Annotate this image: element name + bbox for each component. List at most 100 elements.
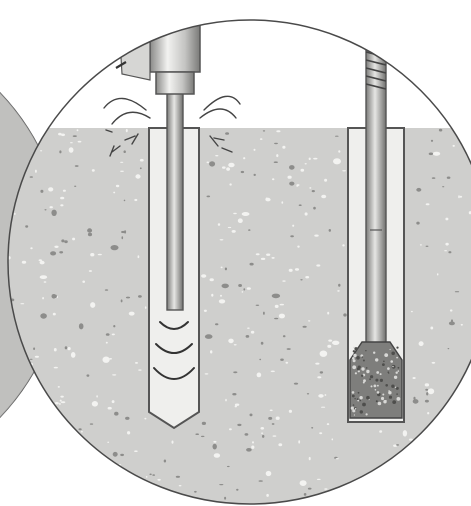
aggregate-speck xyxy=(243,157,245,159)
mortar-speck xyxy=(378,402,382,406)
aggregate-speck xyxy=(74,186,76,187)
aggregate-speck xyxy=(317,479,321,480)
aggregate-speck xyxy=(43,485,45,487)
aggregate-speck xyxy=(376,490,379,492)
mortar-speck xyxy=(351,407,354,410)
aggregate-speck xyxy=(313,207,316,210)
aggregate-speck xyxy=(13,473,16,474)
aggregate-speck xyxy=(276,417,280,420)
aggregate-speck xyxy=(261,433,263,434)
aggregate-speck xyxy=(289,165,295,170)
aggregate-speck xyxy=(256,253,260,255)
aggregate-speck xyxy=(289,410,292,413)
mortar-speck xyxy=(396,393,398,395)
mortar-speck xyxy=(352,409,355,412)
aggregate-speck xyxy=(176,476,180,478)
aggregate-speck xyxy=(261,427,265,430)
mortar-speck xyxy=(353,354,356,357)
aggregate-speck xyxy=(295,268,299,271)
aggregate-speck xyxy=(50,471,53,474)
aggregate-speck xyxy=(246,448,252,452)
aggregate-speck xyxy=(299,204,302,206)
aggregate-speck xyxy=(332,438,334,440)
aggregate-speck xyxy=(252,441,254,443)
aggregate-speck xyxy=(335,136,339,137)
aggregate-speck xyxy=(40,313,47,318)
aggregate-speck xyxy=(44,491,47,493)
aggregate-speck xyxy=(202,422,206,425)
aggregate-speck xyxy=(90,253,94,256)
aggregate-speck xyxy=(467,141,470,143)
aggregate-speck xyxy=(307,393,309,394)
mortar-speck xyxy=(394,376,397,379)
mortar-speck xyxy=(357,367,360,370)
aggregate-speck xyxy=(50,251,56,255)
aggregate-speck xyxy=(34,418,36,421)
aggregate-speck xyxy=(61,401,65,403)
aggregate-speck xyxy=(26,463,28,466)
aggregate-speck xyxy=(134,199,137,201)
aggregate-speck xyxy=(81,460,89,465)
aggregate-speck xyxy=(14,213,16,215)
aggregate-speck xyxy=(312,190,315,192)
aggregate-speck xyxy=(108,470,113,474)
aggregate-speck xyxy=(87,374,90,376)
aggregate-speck xyxy=(220,295,222,297)
aggregate-speck xyxy=(452,457,454,460)
aggregate-speck xyxy=(425,400,429,403)
aggregate-speck xyxy=(265,198,270,202)
aggregate-speck xyxy=(121,299,123,302)
aggregate-speck xyxy=(54,348,57,351)
aggregate-speck xyxy=(232,393,236,395)
aggregate-speck xyxy=(55,295,57,298)
aggregate-speck xyxy=(446,437,453,443)
mortar-speck xyxy=(362,356,364,358)
aggregate-speck xyxy=(300,279,302,280)
aggregate-speck xyxy=(319,432,322,434)
aggregate-speck xyxy=(40,275,47,279)
mortar-speck xyxy=(361,367,364,370)
aggregate-speck xyxy=(317,376,321,378)
aggregate-speck xyxy=(219,299,225,303)
aggregate-speck xyxy=(222,284,229,289)
aggregate-speck xyxy=(30,176,33,178)
aggregate-speck xyxy=(311,427,313,429)
aggregate-speck xyxy=(455,465,457,468)
aggregate-speck xyxy=(63,190,66,192)
mortar-speck xyxy=(392,400,396,404)
aggregate-speck xyxy=(211,294,213,297)
aggregate-speck xyxy=(75,501,78,503)
aggregate-speck xyxy=(225,132,229,135)
aggregate-speck xyxy=(220,239,224,240)
mortar-speck xyxy=(380,379,383,382)
aggregate-speck xyxy=(98,254,102,256)
mortar-speck xyxy=(382,363,385,366)
aggregate-speck xyxy=(389,499,391,501)
aggregate-speck xyxy=(213,441,216,443)
aggregate-speck xyxy=(64,240,68,243)
aggregate-speck xyxy=(90,302,95,308)
aggregate-speck xyxy=(309,187,311,189)
aggregate-speck xyxy=(416,222,419,225)
aggregate-speck xyxy=(290,235,294,237)
aggregate-speck xyxy=(127,431,130,434)
aggregate-speck xyxy=(336,458,339,459)
aggregate-speck xyxy=(298,440,300,443)
mortar-speck xyxy=(366,396,370,400)
aggregate-speck xyxy=(207,196,211,198)
aggregate-speck xyxy=(399,463,403,465)
aggregate-speck xyxy=(458,195,460,198)
aggregate-speck xyxy=(213,444,217,450)
aggregate-speck xyxy=(79,428,82,430)
aggregate-speck xyxy=(126,297,130,299)
mortar-speck xyxy=(354,347,357,350)
aggregate-speck xyxy=(73,135,77,137)
aggregate-speck xyxy=(325,394,327,396)
aggregate-speck xyxy=(286,362,289,364)
aggregate-speck xyxy=(461,324,463,326)
aggregate-speck xyxy=(120,454,124,456)
mortar-speck xyxy=(366,413,368,415)
aggregate-speck xyxy=(222,166,226,168)
aggregate-speck xyxy=(209,161,215,166)
